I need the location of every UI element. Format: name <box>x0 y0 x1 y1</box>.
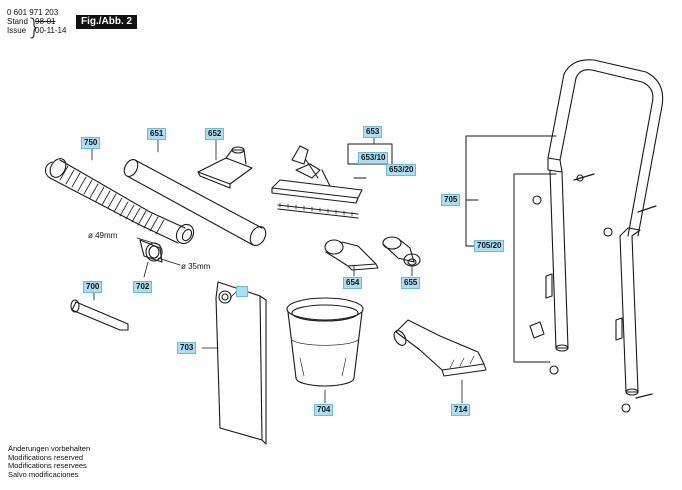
callout-702: 702 <box>133 281 153 293</box>
callout-704: 704 <box>314 404 334 416</box>
issue-date: 00-11-14 <box>35 26 67 35</box>
suction-tube-705 <box>529 59 664 413</box>
stand-old-date: 98-01 <box>35 17 56 26</box>
callout-705: 705 <box>441 194 461 206</box>
callout-700: 700 <box>83 281 103 293</box>
footer-line-es: Salvo modificaciones <box>8 469 79 479</box>
adapter-702 <box>139 239 163 263</box>
callout-703: 703 <box>177 342 197 354</box>
part-number: 0 601 971 203 <box>7 8 59 17</box>
footer-line-fr: Modifications reservees <box>8 461 87 471</box>
dimension-49mm: ø 49mm <box>88 231 118 240</box>
callout-655: 655 <box>401 277 421 289</box>
issue-label: Issue <box>7 26 27 35</box>
filter-bag-703 <box>215 281 267 445</box>
dimension-35mm: ø 35mm <box>181 262 211 271</box>
callout-750: 750 <box>81 137 101 149</box>
callout-714: 714 <box>451 404 471 416</box>
callout-654: 654 <box>343 277 363 289</box>
nozzle-655 <box>382 236 421 267</box>
floor-nozzle-653 <box>271 145 363 219</box>
stand-label: Stand <box>7 17 28 26</box>
callout-652: 652 <box>205 128 225 140</box>
header-brace <box>30 17 37 39</box>
footer-line-en: Modifications reserved <box>8 452 84 462</box>
crevice-tool-700 <box>70 299 129 331</box>
figure-label: Fig./Abb. 2 <box>76 15 138 29</box>
tube-651 <box>123 159 267 246</box>
callout-blank <box>236 286 248 297</box>
leader-lines <box>91 136 463 404</box>
callout-705-20: 705/20 <box>474 240 505 252</box>
callout-653-10: 653/10 <box>358 152 389 164</box>
nozzle-654 <box>324 239 379 271</box>
footer-notes: Änderungen vorbehalten Modifications res… <box>8 444 91 479</box>
hose-750 <box>44 158 195 245</box>
nozzle-714 <box>393 319 487 377</box>
callout-653: 653 <box>363 126 383 138</box>
footer-line-de: Änderungen vorbehalten <box>8 444 91 453</box>
callout-653-20: 653/20 <box>386 164 417 176</box>
callout-651: 651 <box>147 128 167 140</box>
container-704 <box>286 297 364 387</box>
nozzle-652 <box>197 146 253 189</box>
